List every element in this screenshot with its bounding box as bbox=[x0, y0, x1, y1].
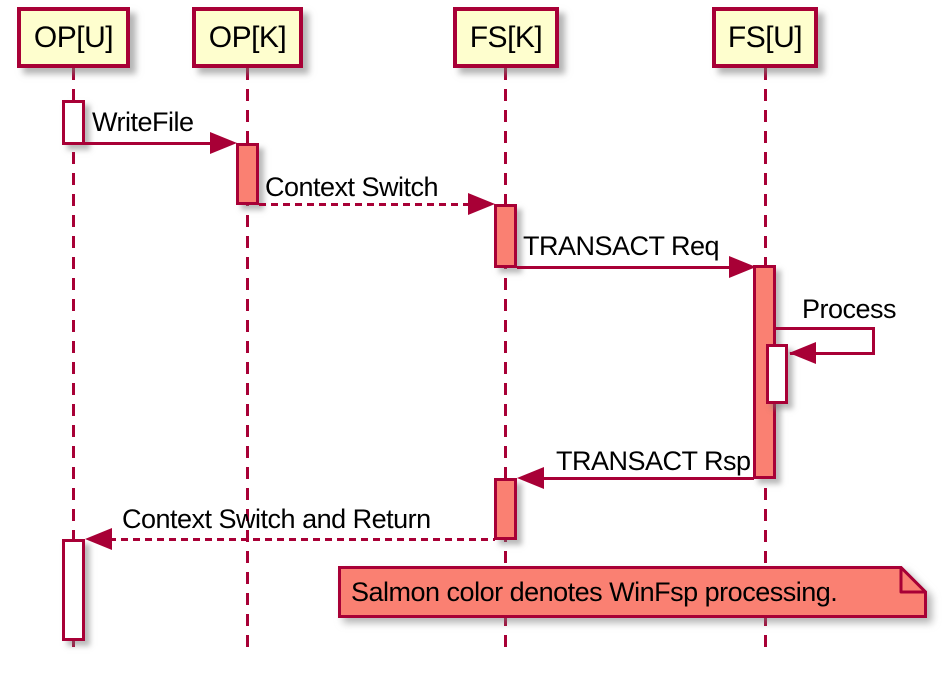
arrowhead-left-icon bbox=[85, 528, 112, 550]
participant-label-fsk: FS[K] bbox=[469, 20, 543, 54]
participant-box-fsu: FS[U] bbox=[712, 7, 818, 68]
lifeline-opu bbox=[72, 68, 75, 652]
message-line-writefile bbox=[85, 142, 212, 145]
participant-label-opu: OP[U] bbox=[33, 20, 114, 54]
self-message-line-bottom bbox=[790, 352, 875, 355]
note-fold-icon bbox=[899, 566, 927, 594]
activation-bar-fsk-winfsp bbox=[494, 204, 517, 268]
arrowhead-left-icon bbox=[517, 467, 544, 489]
participant-label-opk: OP[K] bbox=[208, 20, 287, 54]
activation-bar-opu-return bbox=[62, 539, 85, 641]
message-line-transact-req bbox=[517, 266, 730, 269]
message-label-process: Process bbox=[802, 294, 897, 324]
lifeline-opk bbox=[246, 68, 249, 652]
self-message-line-top bbox=[775, 327, 875, 330]
participant-box-fsk: FS[K] bbox=[453, 7, 559, 68]
arrowhead-left-icon bbox=[789, 342, 816, 364]
participant-label-fsu: FS[U] bbox=[727, 20, 803, 54]
note-body bbox=[338, 566, 927, 618]
arrowhead-right-icon bbox=[210, 132, 237, 154]
participant-box-opk: OP[K] bbox=[192, 7, 303, 68]
message-label-writefile: WriteFile bbox=[92, 107, 194, 137]
lifeline-fsk bbox=[504, 68, 507, 652]
message-line-context-switch bbox=[259, 203, 471, 206]
arrowhead-right-icon bbox=[468, 193, 495, 215]
activation-bar-opk-winfsp bbox=[236, 143, 259, 205]
activation-bar-opu-start bbox=[62, 100, 85, 145]
message-label-context-switch: Context Switch bbox=[265, 172, 439, 202]
note: Salmon color denotes WinFsp processing. bbox=[338, 566, 927, 618]
participant-box-opu: OP[U] bbox=[17, 7, 130, 68]
message-label-transact-rsp: TRANSACT Rsp bbox=[556, 446, 751, 476]
message-line-transact-rsp bbox=[543, 477, 754, 480]
note-text: Salmon color denotes WinFsp processing. bbox=[351, 576, 838, 607]
self-message-line-vertical bbox=[872, 327, 875, 355]
message-line-context-switch-return bbox=[97, 538, 495, 541]
message-label-context-switch-return: Context Switch and Return bbox=[122, 504, 431, 534]
activation-bar-fsu-process bbox=[766, 344, 788, 404]
note-shape bbox=[338, 566, 927, 618]
message-label-transact-req: TRANSACT Req bbox=[523, 231, 720, 261]
arrowhead-right-icon bbox=[729, 256, 756, 278]
activation-bar-fsk-return bbox=[494, 478, 517, 540]
